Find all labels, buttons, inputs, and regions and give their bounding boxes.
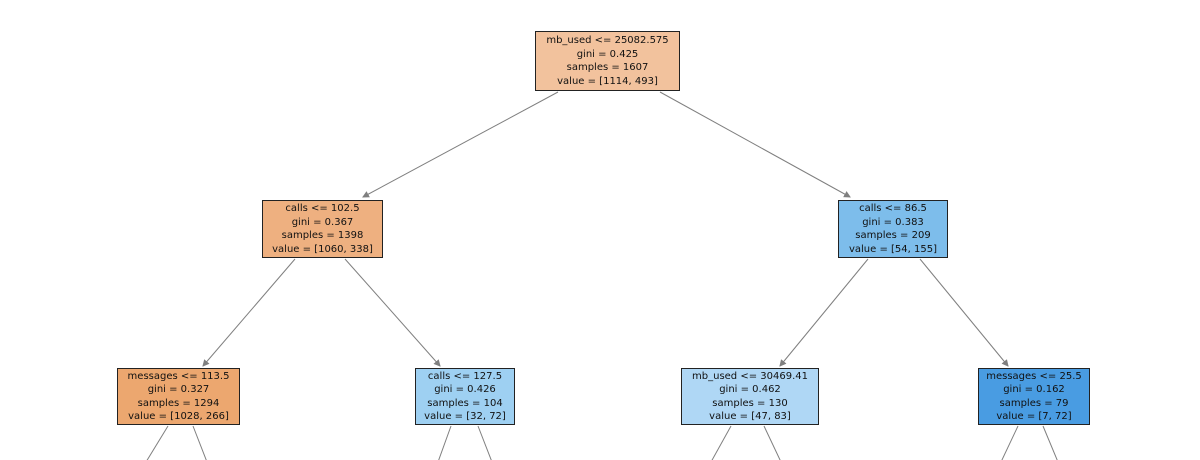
node-text-line: samples = 1398 xyxy=(281,230,364,241)
node-text-line: value = [32, 72] xyxy=(424,411,506,422)
node-text-line: value = [1028, 266] xyxy=(128,411,229,422)
node-text-line: value = [1060, 338] xyxy=(272,243,373,255)
tree-node-root: mb_used <= 25082.575 gini = 0.425 samples … xyxy=(535,31,680,91)
node-text-line: samples = 79 xyxy=(999,397,1069,409)
truncated-edge-from-left-right xyxy=(477,425,492,460)
edge-left-to-left-right xyxy=(344,258,441,367)
tree-node-left: calls <= 102.5 gini = 0.367 samples = 1398… xyxy=(262,200,383,258)
node-text-line: value = [47, 83] xyxy=(709,411,791,422)
truncated-edge-from-left-left xyxy=(146,425,169,460)
node-text-line: gini = 0.383 xyxy=(862,216,924,228)
node-text-line: gini = 0.327 xyxy=(147,384,210,395)
node-text-line: calls <= 127.5 xyxy=(427,370,503,382)
node-text-line: value = [54, 155] xyxy=(848,243,938,255)
node-text-line: samples = 1607 xyxy=(566,62,649,73)
edge-right-to-right-left xyxy=(779,258,869,367)
truncated-edge-from-right-left xyxy=(711,425,732,460)
edge-root-to-left xyxy=(362,91,559,198)
node-text-line: gini = 0.425 xyxy=(576,48,639,60)
node-text-line: calls <= 86.5 xyxy=(859,203,927,214)
edge-root-to-right xyxy=(659,91,851,198)
edge-group xyxy=(146,91,1058,460)
truncated-edge-from-left-left xyxy=(192,425,207,460)
truncated-edge-from-right-right xyxy=(1042,425,1058,460)
node-text-line: gini = 0.367 xyxy=(291,216,354,228)
node-text-line: samples = 209 xyxy=(855,230,931,241)
truncated-edge-from-left-right xyxy=(438,425,452,460)
node-text-line: mb_used <= 30469.41 xyxy=(692,370,808,382)
tree-node-left-left: messages <= 113.5 gini = 0.327 samples = 1… xyxy=(117,368,240,425)
edge-left-to-left-left xyxy=(202,258,296,367)
edge-right-to-right-right xyxy=(919,258,1009,367)
node-text-line: value = [1114, 493] xyxy=(557,75,658,87)
tree-node-right-left: mb_used <= 30469.41 gini = 0.462 samples =… xyxy=(681,368,819,425)
node-text-line: mb_used <= 25082.575 xyxy=(546,35,669,46)
node-text-line: gini = 0.462 xyxy=(719,384,781,395)
truncated-edge-from-right-left xyxy=(763,425,781,460)
node-text-line: gini = 0.426 xyxy=(434,384,496,395)
node-text-line: samples = 104 xyxy=(427,397,503,409)
tree-node-left-right: calls <= 127.5 gini = 0.426 samples = 104 v… xyxy=(415,368,515,425)
truncated-edge-from-right-right xyxy=(1001,425,1019,460)
node-text-line: messages <= 25.5 xyxy=(986,370,1082,382)
node-text-line: gini = 0.162 xyxy=(1003,384,1065,395)
tree-node-right-right: messages <= 25.5 gini = 0.162 samples = 79… xyxy=(978,368,1090,425)
node-text-line: value = [7, 72] xyxy=(996,411,1072,422)
node-text-line: messages <= 113.5 xyxy=(127,370,230,382)
node-text-line: samples = 1294 xyxy=(137,397,220,409)
tree-node-right: calls <= 86.5 gini = 0.383 samples = 209 va… xyxy=(838,200,948,258)
node-text-line: samples = 130 xyxy=(712,397,788,409)
node-text-line: calls <= 102.5 xyxy=(285,203,360,214)
